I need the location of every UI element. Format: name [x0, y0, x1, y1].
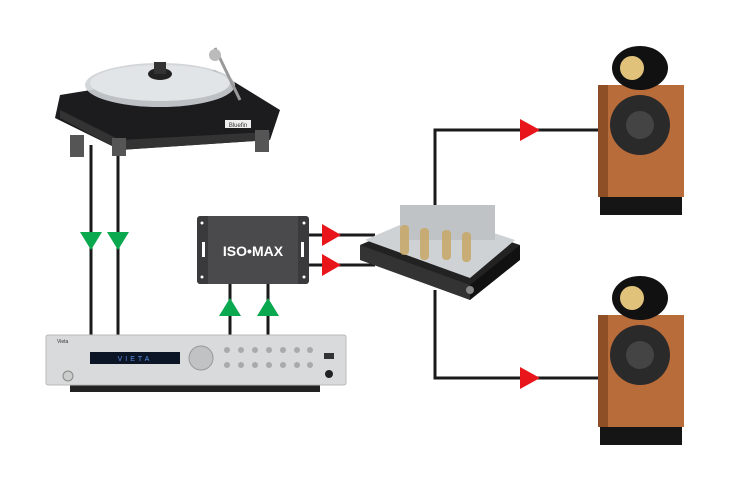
- tube-amplifier: [360, 205, 520, 300]
- turntable: Bluefin: [55, 47, 280, 157]
- arrows: [80, 119, 540, 389]
- red-arrow-right-icon: [520, 119, 540, 141]
- red-arrow-right-icon: [322, 254, 341, 276]
- turntable-badge: Bluefin: [229, 123, 247, 129]
- green-arrow-up-icon: [257, 298, 279, 316]
- speaker-top: [598, 46, 684, 215]
- iso-max-isolator: ISO•MAX: [197, 216, 309, 284]
- red-arrow-right-icon: [322, 224, 341, 246]
- red-arrow-right-icon: [520, 367, 540, 389]
- cable-amp-speaker-top: [433, 128, 600, 210]
- green-arrow-down-icon: [80, 232, 102, 250]
- speaker-bottom: [598, 276, 684, 445]
- green-arrow-down-icon: [107, 232, 129, 250]
- cable-amp-speaker-bottom: [433, 290, 600, 380]
- green-arrow-up-icon: [219, 298, 241, 316]
- receiver-display: VIETA: [118, 356, 153, 363]
- iso-max-label: ISO•MAX: [223, 243, 284, 259]
- receiver-brand: Vieta: [57, 339, 69, 345]
- receiver: Vieta VIETA: [45, 334, 347, 392]
